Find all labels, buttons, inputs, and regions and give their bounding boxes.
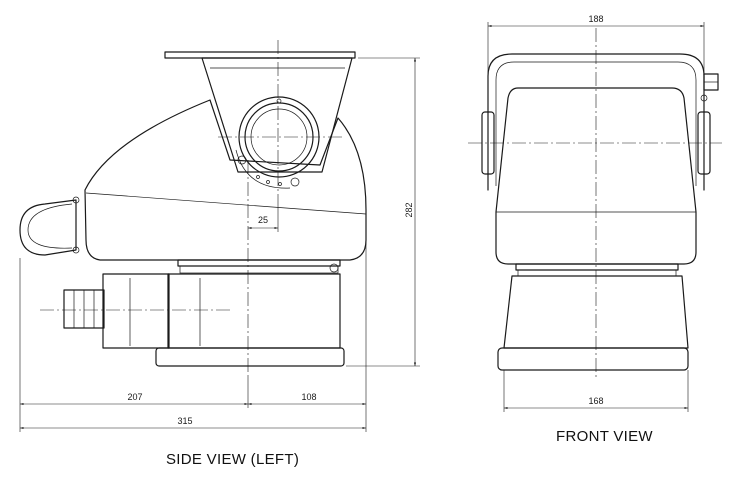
front-dim-168: 168 xyxy=(588,396,603,406)
side-dim-282: 282 xyxy=(404,202,414,217)
side-connector-box xyxy=(102,273,170,349)
side-base-plate xyxy=(155,347,345,367)
side-dim-207: 207 xyxy=(127,392,142,402)
side-dim-25: 25 xyxy=(258,215,268,225)
side-dim-108: 108 xyxy=(301,392,316,402)
side-window-screw xyxy=(276,98,282,104)
side-main-housing xyxy=(84,99,367,261)
side-lens-screw xyxy=(237,155,247,165)
front-main-housing xyxy=(495,87,697,265)
side-base-pedestal xyxy=(167,273,341,349)
side-view-drawing: 207 108 315 282 25 xyxy=(19,40,420,432)
front-base-plate xyxy=(497,347,689,371)
front-dim-188: 188 xyxy=(588,14,603,24)
front-base-pedestal xyxy=(503,275,689,349)
front-view-title: FRONT VIEW xyxy=(556,428,653,445)
side-rear-cable-arm xyxy=(19,199,77,256)
side-funnel-mount xyxy=(201,57,353,173)
side-dim-315: 315 xyxy=(177,416,192,426)
side-top-plate xyxy=(164,51,356,59)
front-view-drawing: 188 168 xyxy=(468,14,722,412)
side-view-title: SIDE VIEW (LEFT) xyxy=(166,451,300,468)
